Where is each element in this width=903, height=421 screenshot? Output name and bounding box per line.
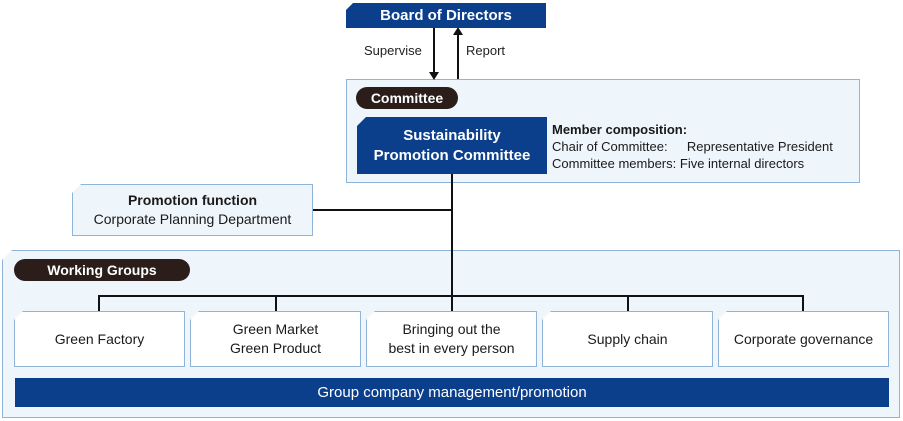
report-label: Report: [466, 43, 506, 58]
working-groups-badge-label: Working Groups: [47, 262, 157, 278]
group-corporate-governance: Corporate governance: [718, 311, 889, 367]
group-green-factory: Green Factory: [14, 311, 185, 367]
promotion-department: Corporate Planning Department: [93, 211, 292, 227]
member-composition: Member composition: Chair of Committee: …: [552, 121, 833, 172]
supervise-label: Supervise: [364, 43, 422, 58]
committee-main-line1: Sustainability: [403, 126, 501, 144]
committee-main-line2: Promotion Committee: [373, 146, 531, 164]
group-line2: Green Product: [229, 340, 322, 356]
group-green-market-product: Green Market Green Product: [190, 311, 361, 367]
committee-badge-label: Committee: [370, 90, 444, 106]
chair-label: Chair of Committee:: [552, 139, 668, 154]
group-supply-chain: Supply chain: [542, 311, 713, 367]
group-line1: Supply chain: [587, 330, 668, 347]
group-line1: Green Market: [232, 321, 319, 337]
promotion-function-box: Promotion function Corporate Planning De…: [72, 184, 313, 236]
group-company-label: Group company management/promotion: [317, 384, 587, 401]
board-of-directors-box: Board of Directors: [345, 2, 546, 28]
group-company-management-bar: Group company management/promotion: [15, 378, 889, 407]
committee-badge: Committee: [356, 87, 458, 109]
members-label: Committee members:: [552, 156, 677, 171]
group-line1: Bringing out the: [402, 321, 501, 337]
members-row: Committee members: Five internal directo…: [552, 155, 833, 172]
working-groups-badge: Working Groups: [14, 259, 190, 281]
group-bringing-out-best: Bringing out the best in every person: [366, 311, 537, 367]
members-value: Five internal directors: [679, 156, 805, 171]
chair-row: Chair of Committee: Representative Presi…: [552, 138, 833, 155]
chair-value: Representative President: [686, 139, 833, 154]
group-line2: best in every person: [388, 340, 515, 356]
sustainability-promotion-committee-box: Sustainability Promotion Committee: [357, 117, 547, 174]
group-line1: Green Factory: [54, 330, 145, 347]
group-line1: Corporate governance: [733, 330, 874, 347]
board-label: Board of Directors: [380, 7, 512, 24]
promotion-title: Promotion function: [127, 192, 258, 208]
member-composition-title: Member composition:: [552, 122, 688, 137]
